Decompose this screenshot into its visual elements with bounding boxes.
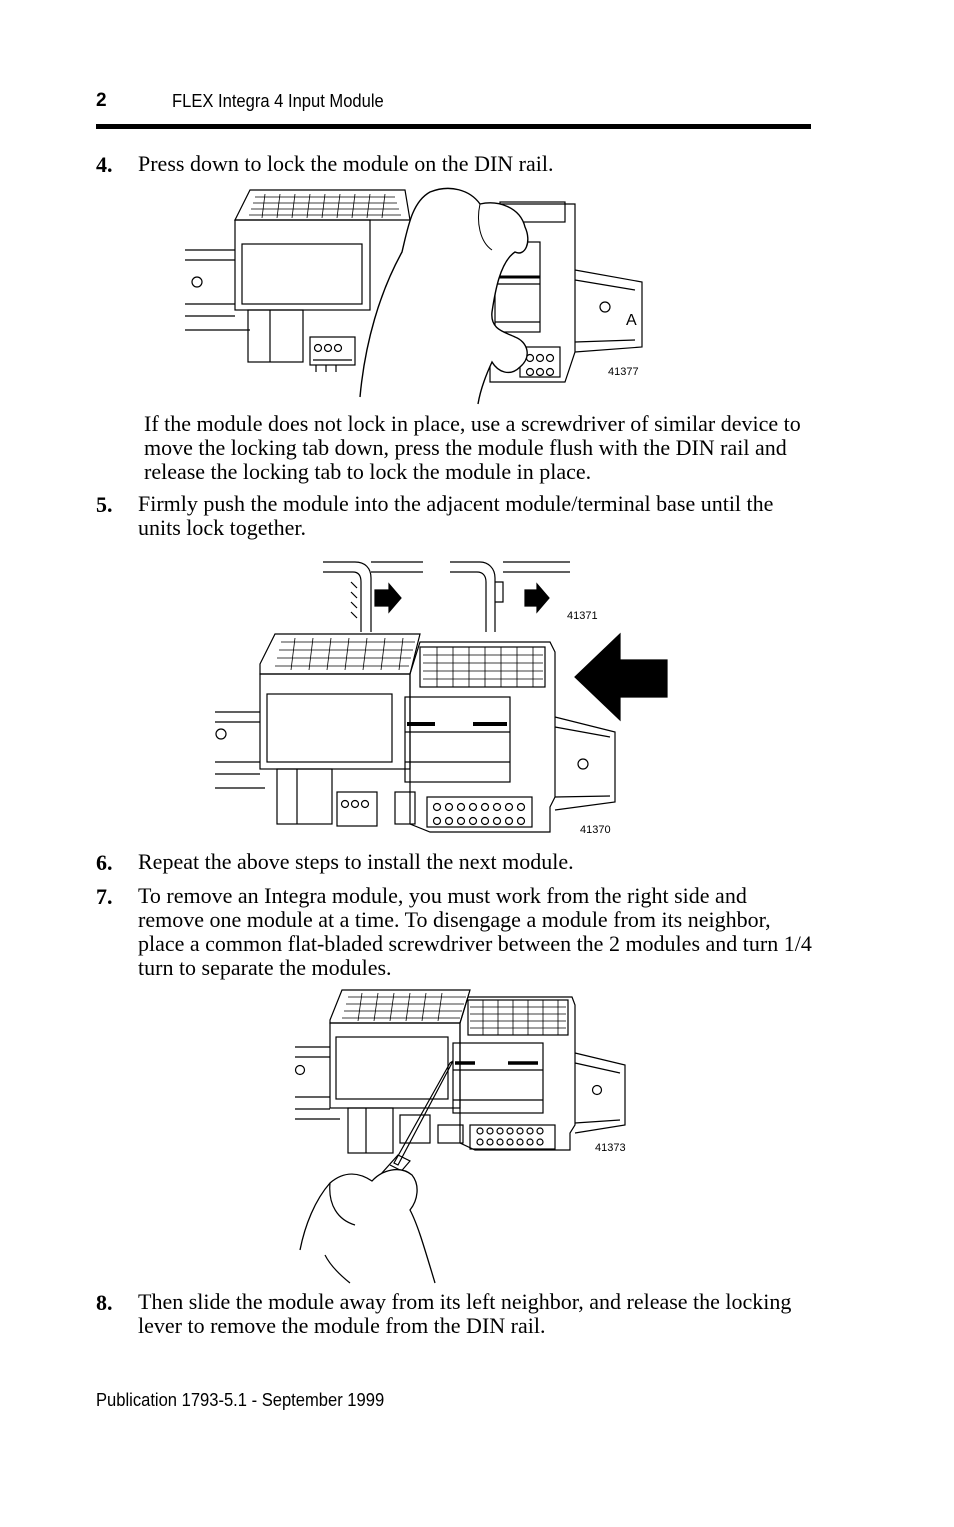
figure-1-number: 41377 — [608, 366, 639, 378]
page-number: 2 — [96, 90, 107, 111]
figure-2-number-top: 41371 — [567, 610, 598, 622]
step-7-text: To remove an Integra module, you must wo… — [138, 883, 812, 980]
figure-2-number-bottom: 41370 — [580, 824, 611, 836]
header-rule — [96, 124, 811, 129]
step-4-text: Press down to lock the module on the DIN… — [138, 151, 554, 176]
step-6-number: 6. — [96, 850, 113, 875]
step-4-number: 4. — [96, 152, 113, 177]
running-header-title: FLEX Integra 4 Input Module — [172, 91, 384, 111]
step-5-number: 5. — [96, 492, 113, 517]
lock-note: If the module does not lock in place, us… — [144, 411, 801, 484]
step-8-text: Then slide the module away from its left… — [138, 1289, 792, 1338]
figure-screwdriver-separate: 41373 — [290, 985, 635, 1285]
step-6-text: Repeat the above steps to install the ne… — [138, 849, 574, 874]
figure-3-number: 41373 — [595, 1142, 626, 1154]
figure-press-down: 41377 A — [180, 182, 650, 407]
step-7-number: 7. — [96, 884, 113, 909]
step-5-text: Firmly push the module into the adjacent… — [138, 491, 774, 540]
publication-footer: Publication 1793-5.1 - September 1999 — [96, 1390, 385, 1410]
figure-push-together: 41371 41370 — [205, 552, 675, 847]
step-8-number: 8. — [96, 1290, 113, 1315]
figure-1-callout: A — [626, 312, 637, 329]
